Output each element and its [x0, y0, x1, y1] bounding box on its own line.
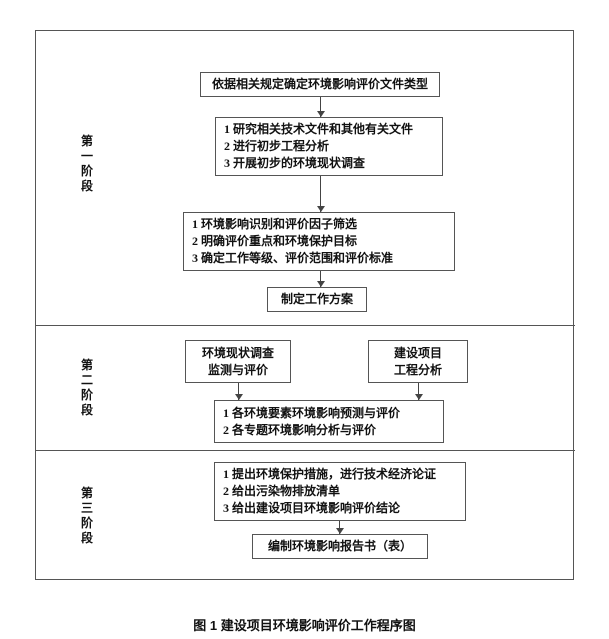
flow-box-project-analysis: 建设项目 工程分析	[368, 340, 468, 383]
flow-box-text: 2 明确评价重点和环境保护目标	[192, 234, 358, 248]
flow-box-text: 1 环境影响识别和评价因子筛选	[192, 217, 358, 231]
flow-box-text: 环境现状调查	[201, 345, 274, 360]
flow-box-text: 1 各环境要素环境影响预测与评价	[223, 405, 401, 420]
flow-box-text: 1 研究相关技术文件和其他有关文件	[224, 122, 414, 136]
phase-label-2: 第二阶段	[80, 358, 93, 417]
flow-arrow	[235, 383, 243, 400]
flow-box-text: 2 给出污染物排放清单	[223, 484, 341, 498]
flow-box-text: 2 各专题环境影响分析与评价	[223, 422, 377, 437]
flow-arrow	[317, 176, 325, 212]
flow-box-text: 监测与评价	[207, 362, 268, 377]
flow-box-text: 依据相关规定确定环境影响评价文件类型	[211, 77, 428, 91]
flow-box-work-plan: 制定工作方案	[267, 287, 367, 312]
phase-label-1: 第一阶段	[80, 134, 93, 193]
flow-box-impact-identification: 1 环境影响识别和评价因子筛选 2 明确评价重点和环境保护目标 3 确定工作等级…	[183, 212, 455, 271]
flow-box-text: 制定工作方案	[280, 292, 353, 306]
flow-arrow	[317, 271, 325, 287]
phase-divider-1	[35, 325, 575, 326]
flow-box-text: 3 开展初步的环境现状调查	[224, 156, 366, 170]
flow-box-text: 工程分析	[393, 362, 442, 377]
phase-label-3: 第三阶段	[80, 486, 93, 545]
flow-box-text: 1 提出环境保护措施，进行技术经济论证	[223, 467, 437, 481]
flow-arrow	[317, 97, 325, 117]
flow-arrow	[415, 383, 423, 400]
flow-box-text: 建设项目	[393, 345, 442, 360]
flow-box-preliminary-work: 1 研究相关技术文件和其他有关文件 2 进行初步工程分析 3 开展初步的环境现状…	[215, 117, 443, 176]
flow-box-text: 编制环境影响报告书（表）	[267, 539, 412, 553]
flow-box-impact-prediction: 1 各环境要素环境影响预测与评价 2 各专题环境影响分析与评价	[214, 400, 444, 443]
flow-box-text: 3 给出建设项目环境影响评价结论	[223, 501, 401, 515]
flow-arrow	[336, 521, 344, 534]
flow-box-text: 2 进行初步工程分析	[224, 139, 330, 153]
flow-box-text: 3 确定工作等级、评价范围和评价标准	[192, 251, 394, 265]
flow-box-report: 编制环境影响报告书（表）	[252, 534, 428, 559]
flow-box-determine-doc-type: 依据相关规定确定环境影响评价文件类型	[200, 72, 440, 97]
flow-box-status-survey: 环境现状调查 监测与评价	[185, 340, 291, 383]
phase-divider-2	[35, 450, 575, 451]
flow-box-conclusions: 1 提出环境保护措施，进行技术经济论证 2 给出污染物排放清单 3 给出建设项目…	[214, 462, 466, 521]
figure-caption: 图 1 建设项目环境影响评价工作程序图	[193, 618, 416, 633]
